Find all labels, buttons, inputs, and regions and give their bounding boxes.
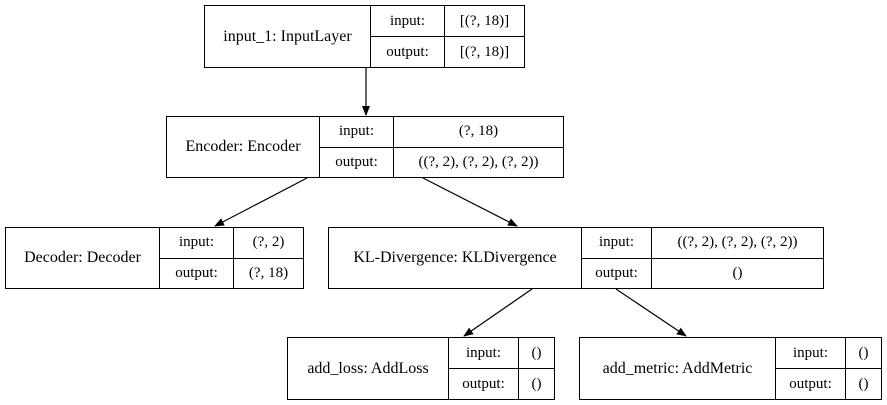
port-label-output: output: [449, 369, 519, 399]
node-ports: input: [(?, 18)] output: [(?, 18)] [371, 6, 524, 67]
port-value-output: () [858, 375, 869, 392]
port-row-input: input: (?, 18) [320, 117, 563, 147]
port-value-output: () [732, 264, 743, 281]
port-row-output: output: (?, 18) [160, 257, 303, 288]
port-label-input: input: [371, 6, 445, 36]
port-value-input: [(?, 18)] [459, 12, 510, 29]
edge-encoder-to-kl-divergence [422, 177, 518, 227]
node-ports: input: () output: () [776, 338, 881, 399]
node-name: input_1: InputLayer [205, 6, 371, 67]
port-label-output: output: [160, 258, 234, 288]
port-row-output: output: [(?, 18)] [371, 36, 524, 67]
node-kl-divergence: KL-Divergence: KLDivergence input: ((?, … [328, 227, 824, 289]
port-row-output: output: ((?, 2), (?, 2), (?, 2)) [320, 146, 563, 177]
port-row-output: output: () [449, 368, 554, 399]
port-value-output: [(?, 18)] [459, 43, 510, 60]
port-row-input: input: [(?, 18)] [371, 6, 524, 36]
node-name: Encoder: Encoder [167, 117, 320, 177]
port-label-output: output: [582, 258, 652, 288]
port-row-output: output: () [582, 257, 823, 288]
port-row-output: output: () [776, 368, 881, 399]
node-name: add_loss: AddLoss [288, 338, 449, 399]
port-label-output: output: [371, 37, 445, 67]
port-label-output: output: [320, 147, 394, 177]
edge-kl-divergence-to-add-metric [615, 288, 687, 337]
port-value-output: (?, 18) [248, 264, 289, 281]
node-ports: input: (?, 18) output: ((?, 2), (?, 2), … [320, 117, 563, 177]
node-add-loss: add_loss: AddLoss input: () output: () [287, 337, 555, 400]
port-row-input: input: (?, 2) [160, 228, 303, 258]
edge-kl-divergence-to-add-loss [463, 288, 533, 337]
port-label-input: input: [776, 338, 846, 368]
port-row-input: input: () [776, 338, 881, 368]
node-name: Decoder: Decoder [6, 228, 160, 288]
port-label-input: input: [449, 338, 519, 368]
node-ports: input: ((?, 2), (?, 2), (?, 2)) output: … [582, 228, 823, 288]
port-value-input: () [531, 344, 542, 361]
port-row-input: input: () [449, 338, 554, 368]
port-label-input: input: [582, 228, 652, 258]
node-add-metric: add_metric: AddMetric input: () output: … [579, 337, 882, 400]
port-value-input: () [858, 344, 869, 361]
port-label-output: output: [776, 369, 846, 399]
port-value-input: ((?, 2), (?, 2), (?, 2)) [677, 234, 798, 251]
edge-encoder-to-decoder [214, 177, 308, 227]
node-name: add_metric: AddMetric [580, 338, 776, 399]
port-row-input: input: ((?, 2), (?, 2), (?, 2)) [582, 228, 823, 258]
node-ports: input: () output: () [449, 338, 554, 399]
port-label-input: input: [160, 228, 234, 258]
port-label-input: input: [320, 117, 394, 147]
node-input-1: input_1: InputLayer input: [(?, 18)] out… [204, 5, 525, 68]
port-value-input: (?, 2) [252, 234, 285, 251]
node-decoder: Decoder: Decoder input: (?, 2) output: (… [5, 227, 304, 289]
port-value-output: ((?, 2), (?, 2), (?, 2)) [418, 153, 539, 170]
node-encoder: Encoder: Encoder input: (?, 18) output: … [166, 116, 564, 178]
node-name: KL-Divergence: KLDivergence [329, 228, 582, 288]
port-value-input: (?, 18) [458, 123, 499, 140]
node-ports: input: (?, 2) output: (?, 18) [160, 228, 303, 288]
port-value-output: () [531, 375, 542, 392]
